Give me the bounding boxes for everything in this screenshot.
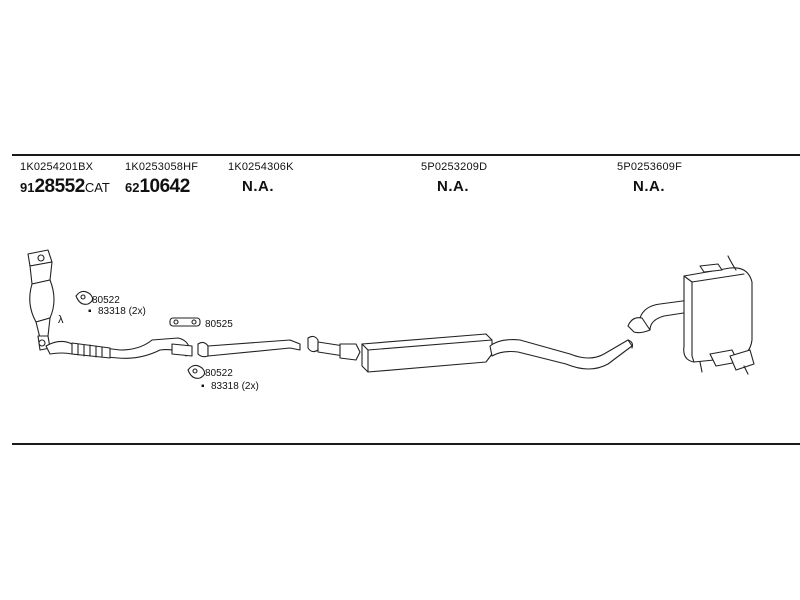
part-number: 1K0254201BX — [20, 161, 94, 173]
bottom-rule — [12, 443, 800, 445]
part-front-pipe: 1K0253058HF 6210642 — [125, 161, 198, 198]
top-rule — [12, 154, 800, 156]
part-center-silencer: 5P0253209D N.A. — [421, 161, 487, 197]
reference-number: N.A. — [242, 178, 274, 195]
rear-silencer — [627, 255, 755, 375]
callout-gasket-front: 80522 — [92, 295, 120, 306]
callout-bolt-mid: ▪83318 (2x) — [201, 381, 259, 392]
intermediate-pipe — [197, 339, 301, 358]
callout-bolt-front: ▪83318 (2x) — [88, 306, 146, 317]
rear-connecting-pipe — [489, 339, 634, 370]
part-number: 5P0253609F — [617, 161, 682, 173]
gasket-mid-icon — [187, 364, 206, 379]
part-rear-silencer: 5P0253609F N.A. — [617, 161, 682, 197]
part-catalytic-converter: 1K0254201BX 9128552CAT — [20, 161, 110, 198]
reference-number: 6210642 — [125, 176, 190, 197]
gasket-front-icon — [75, 290, 94, 305]
hanger-bracket-icon — [169, 317, 201, 327]
reference-number: 9128552CAT — [20, 176, 110, 197]
lambda-sensor-symbol: λ — [58, 314, 64, 326]
part-intermediate-pipe: 1K0254306K N.A. — [228, 161, 294, 197]
part-number: 1K0253058HF — [125, 161, 199, 173]
callout-gasket-mid: 80522 — [205, 368, 233, 379]
front-pipe — [45, 337, 193, 359]
center-silencer — [361, 333, 493, 373]
callout-hanger: 80525 — [205, 319, 233, 330]
catalytic-converter — [27, 249, 55, 351]
part-number: 1K0254306K — [228, 161, 294, 173]
reference-number: N.A. — [437, 178, 469, 195]
connector-pipe — [307, 335, 361, 361]
reference-number: N.A. — [633, 178, 665, 195]
part-number: 5P0253209D — [421, 161, 488, 173]
